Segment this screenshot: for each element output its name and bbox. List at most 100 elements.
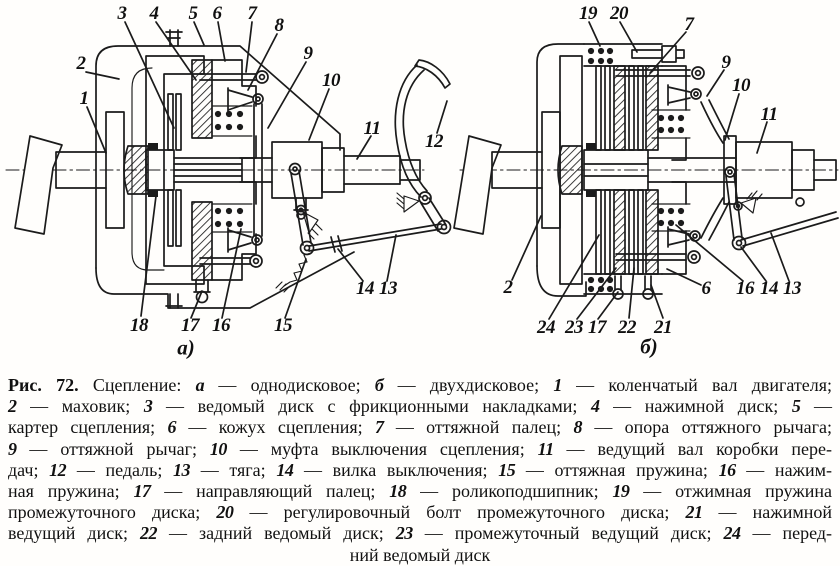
callout-2: 2 bbox=[503, 277, 514, 298]
caption-text: ний ведомый диск bbox=[349, 544, 491, 565]
clutch-diagrams-drawing bbox=[5, 21, 839, 320]
caption-text: — регулировочный болт промежуточного дис… bbox=[233, 502, 686, 523]
caption-line-5: дач; 12 — педаль; 13 — тяга; 14 — вилка … bbox=[8, 460, 832, 481]
crankshaft-a bbox=[14, 111, 125, 235]
callout-2: 2 bbox=[76, 53, 87, 74]
caption-text: — оттяжная пружина; bbox=[515, 459, 719, 480]
callout-16: 16 bbox=[212, 315, 231, 336]
callout-7: 7 bbox=[247, 3, 258, 24]
caption-text: — перед- bbox=[740, 523, 832, 544]
rod-b bbox=[740, 211, 839, 247]
caption-ref-number: 20 bbox=[216, 502, 234, 523]
caption-text: Сцепление: bbox=[78, 375, 196, 395]
caption-line-7: промежуточного диска; 20 — регулировочны… bbox=[8, 502, 832, 523]
rear-driven-disc-22 bbox=[628, 65, 644, 151]
figure-caption: Рис. 72. Сцепление: а — однодисковое; б … bbox=[8, 375, 832, 566]
caption-ref-number: 16 bbox=[718, 459, 737, 480]
caption-ref-number: 18 bbox=[389, 481, 407, 502]
release-lever-a bbox=[253, 103, 263, 237]
crankshaft-b bbox=[453, 111, 561, 235]
caption-ref-number: 15 bbox=[498, 459, 516, 480]
caption-line-3: картер сцепления; 6 — кожух сцепления; 7… bbox=[8, 417, 832, 438]
caption-text: — однодисковое; bbox=[204, 375, 375, 395]
callout-5: 5 bbox=[188, 3, 199, 24]
caption-text: ведущий диск; bbox=[8, 523, 140, 544]
intermediate-disc-23 bbox=[613, 65, 626, 275]
cover-and-springs-a bbox=[211, 59, 257, 281]
sublabel-a: а) bbox=[177, 335, 195, 360]
callout-6: 6 bbox=[701, 278, 712, 299]
callout-17: 17 bbox=[181, 315, 200, 336]
caption-line-8: ведущий диск; 22 — задний ведомый диск; … bbox=[8, 523, 832, 544]
clutch-housing-a bbox=[95, 29, 355, 309]
release-sleeve-a bbox=[271, 141, 345, 220]
caption-text: — оттяжной палец; bbox=[383, 417, 574, 438]
caption-ref-number: 21 bbox=[685, 502, 703, 523]
callout-9: 9 bbox=[721, 52, 732, 73]
flywheel-b bbox=[536, 43, 587, 297]
pressure-driving-disc-21 bbox=[645, 65, 659, 275]
cover-and-springs-b bbox=[651, 65, 691, 275]
caption-line-1: Рис. 72. Сцепление: а — однодисковое; б … bbox=[8, 375, 832, 396]
caption-ref-number: 3 bbox=[143, 396, 153, 417]
caption-ref-number: 11 bbox=[537, 438, 555, 459]
callout-4: 4 bbox=[149, 3, 160, 24]
caption-text: Рис. 72. bbox=[8, 375, 79, 395]
release-sleeve-b bbox=[723, 135, 815, 207]
caption-text: — нажим- bbox=[735, 459, 833, 480]
front-driven-disc-24 bbox=[595, 65, 611, 151]
caption-text: — оттяжной рычаг; bbox=[16, 438, 210, 459]
callout-14: 14 bbox=[760, 278, 779, 299]
pedal-drawing bbox=[394, 59, 452, 235]
caption-ref-number: 23 bbox=[395, 523, 414, 544]
callout-1: 1 bbox=[79, 88, 90, 109]
caption-text: — ведомый диск с фрикционными накладками… bbox=[152, 396, 591, 417]
adjusting-bolt-20 bbox=[631, 45, 685, 63]
caption-ref-number: а bbox=[195, 375, 205, 395]
caption-ref-number: 5 bbox=[791, 396, 801, 417]
callout-13: 13 bbox=[783, 278, 802, 299]
caption-ref-number: 14 bbox=[276, 459, 294, 480]
caption-ref-number: 4 bbox=[591, 396, 600, 417]
caption-text: — задний ведомый диск; bbox=[156, 523, 396, 544]
caption-text: — тяга; bbox=[190, 459, 277, 480]
callout-12: 12 bbox=[425, 131, 444, 152]
diagram-b-drawing bbox=[453, 21, 839, 320]
caption-text: — вилка выключения; bbox=[293, 459, 499, 480]
leader-lines-a bbox=[85, 21, 448, 319]
caption-text: — двухдисковое; bbox=[383, 375, 554, 395]
caption-text: — маховик; bbox=[16, 396, 144, 417]
callout-8: 8 bbox=[274, 15, 285, 36]
caption-ref-number: 7 bbox=[374, 417, 384, 438]
callout-14: 14 bbox=[356, 278, 375, 299]
sublabel-b: б) bbox=[640, 334, 658, 359]
driven-disc-a bbox=[167, 93, 182, 247]
caption-text: — роликоподшипник; bbox=[406, 481, 613, 502]
caption-ref-number: 17 bbox=[133, 481, 151, 502]
callout-10: 10 bbox=[732, 75, 751, 96]
caption-text: — bbox=[800, 396, 833, 417]
leader-lines-b bbox=[511, 21, 790, 320]
caption-line-2: 2 — маховик; 3 — ведомый диск с фрикцион… bbox=[8, 396, 832, 417]
callout-16: 16 bbox=[736, 278, 755, 299]
caption-text: — кожух сцепления; bbox=[176, 417, 375, 438]
pressure-spring-dots-b bbox=[657, 114, 685, 227]
caption-ref-number: 10 bbox=[209, 438, 228, 459]
caption-ref-number: 12 bbox=[49, 459, 67, 480]
caption-text: — педаль; bbox=[66, 459, 174, 480]
caption-text: — муфта выключения сцепления; bbox=[226, 438, 538, 459]
disc-package-b bbox=[583, 43, 685, 300]
rod-a bbox=[308, 223, 442, 253]
gearbox-shaft-b bbox=[813, 159, 837, 181]
caption-line-9: ний ведомый диск bbox=[8, 545, 832, 566]
caption-ref-number: 22 bbox=[139, 523, 158, 544]
release-linkage-a bbox=[199, 70, 269, 268]
caption-ref-number: 6 bbox=[167, 417, 177, 438]
diagram-a-drawing bbox=[5, 21, 448, 319]
caption-text: картер сцепления; bbox=[8, 417, 168, 438]
release-fork-b bbox=[724, 166, 763, 251]
callout-19: 19 bbox=[579, 3, 598, 24]
callout-10: 10 bbox=[322, 70, 341, 91]
caption-ref-number: 9 bbox=[8, 438, 17, 459]
